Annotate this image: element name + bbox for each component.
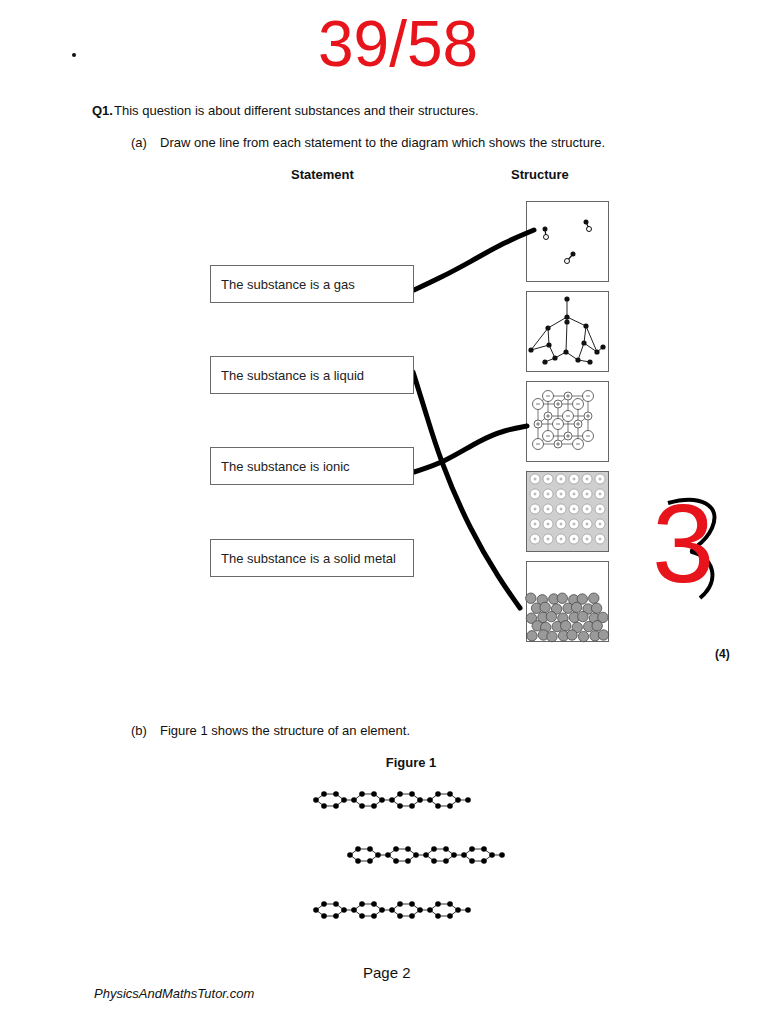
metal-lattice [527,472,608,551]
bullet-dot [72,53,76,57]
page-number: Page 2 [363,964,411,981]
hand-drawn-line [413,230,534,608]
statement-box: The substance is ionic [210,447,414,485]
statement-text: The substance is a solid metal [211,551,406,566]
statement-box: The substance is a solid metal [210,539,414,577]
structure-frame [527,292,609,372]
statement-box: The substance is a gas [210,265,414,303]
footer-site: PhysicsAndMathsTutor.com [94,987,254,1002]
question-number: Q1. [92,104,113,119]
structure-frame [527,202,609,282]
statement-text: The substance is a liquid [211,368,374,383]
structure-frame [527,382,609,462]
marks-available: (4) [715,648,730,662]
structure-frame [527,562,609,642]
figure-caption: Figure 1 [386,756,437,771]
part-letter: (b) [131,724,147,739]
covalent-network [528,296,605,364]
column-heading: Statement [291,168,354,183]
question-text: This question is about different substan… [114,104,479,119]
ionic-lattice [533,391,594,450]
column-heading: Structure [511,168,569,183]
statement-text: The substance is ionic [211,459,360,474]
part-mark: 3 [652,488,714,600]
part-letter: (a) [131,136,147,151]
liquid-particles [526,593,609,642]
instruction-text: Draw one line from each statement to the… [160,136,605,151]
gas-molecules [543,220,592,264]
statement-box: The substance is a liquid [210,356,414,394]
score-mark: 39/58 [318,12,478,76]
structure-frame [527,472,609,552]
statement-text: The substance is a gas [211,277,365,292]
instruction-text: Figure 1 shows the structure of an eleme… [160,724,410,739]
layer-structure [313,791,505,919]
